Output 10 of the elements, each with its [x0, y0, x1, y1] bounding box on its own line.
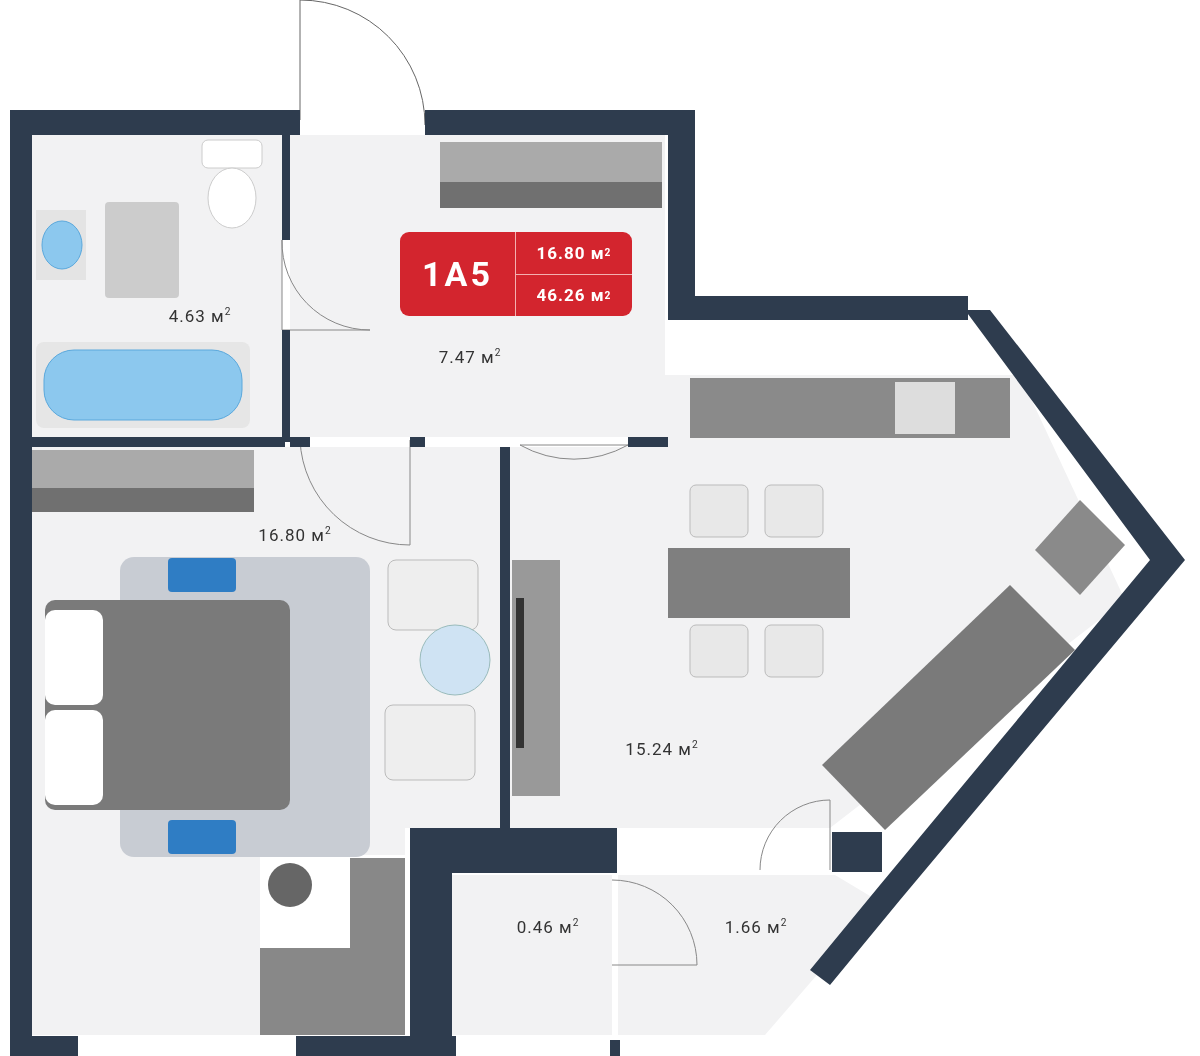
area-label: 16.80 м$^{2}$: [258, 525, 332, 545]
area-label: 1.66 м$^{2}$: [724, 917, 788, 937]
area-label: 15.24 м$^{2}$: [625, 739, 699, 759]
apartment-code: 1A5: [400, 232, 516, 316]
area-value: 16.80 м$^{2}$: [535, 241, 613, 265]
area-label: 0.46 м$^{2}$: [516, 917, 580, 937]
area-label: 7.47 м$^{2}$: [438, 347, 502, 367]
area-value: 46.26 м$^{2}$: [516, 273, 632, 316]
area-label: 4.63 м$^{2}$: [168, 306, 232, 326]
apartment-badge: [400, 232, 632, 316]
